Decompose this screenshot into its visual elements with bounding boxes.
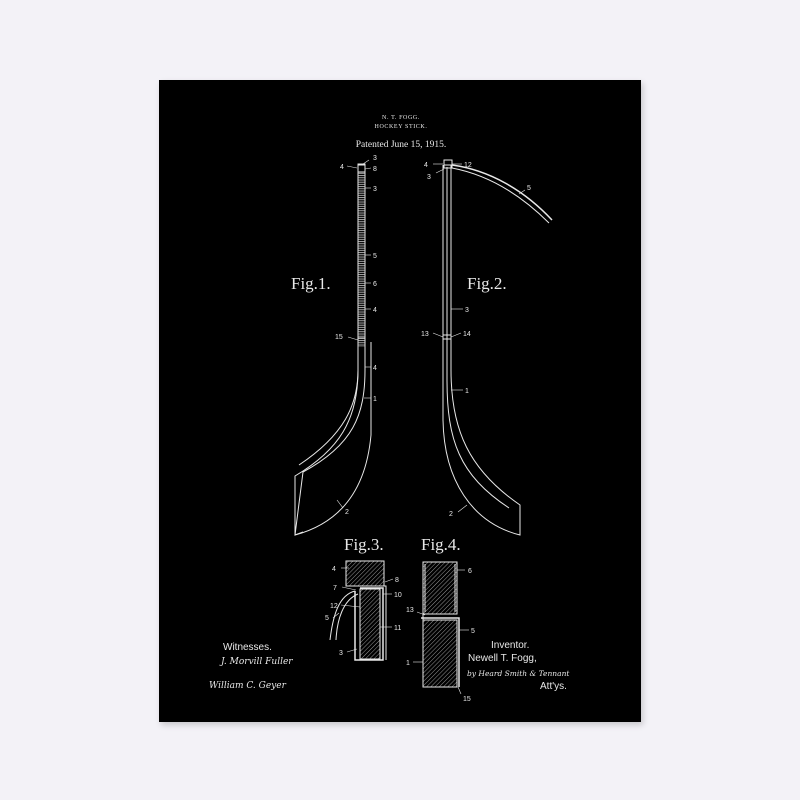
inventor-name: Newell T. Fogg, [468, 653, 537, 664]
fig1-ref: 2 [345, 509, 349, 516]
fig1-ref: 4 [373, 307, 377, 314]
fig1-drawing [294, 163, 372, 536]
fig3-leaders [332, 567, 394, 653]
fig2-ref: 14 [463, 331, 471, 338]
fig2-ref: 3 [427, 174, 431, 181]
fig2-ref: 13 [421, 331, 429, 338]
fig2-ref: 5 [527, 185, 531, 192]
fig2-ref: 3 [465, 307, 469, 314]
fig4-label: Fig.4. [421, 535, 461, 554]
fig2-ref: 4 [424, 162, 428, 169]
fig1-ref: 6 [373, 281, 377, 288]
fig3-ref: 12 [330, 603, 338, 610]
fig2-leaders [432, 163, 526, 513]
fig4-ref: 15 [463, 696, 471, 703]
fig4-leaders [413, 569, 469, 695]
patent-drawing: N. T. FOGG. HOCKEY STICK. Patented June … [209, 115, 570, 703]
patent-poster: N. T. FOGG. HOCKEY STICK. Patented June … [159, 80, 641, 722]
fig2-ref: 1 [465, 388, 469, 395]
inventor-label: Inventor. [491, 640, 529, 651]
fig4-ref: 1 [406, 660, 410, 667]
fig2-label: Fig.2. [467, 274, 507, 293]
fig1-leaders [336, 159, 372, 509]
witness-signature-2: William C. Geyer [209, 681, 287, 691]
fig3-ref: 11 [394, 625, 401, 632]
fig2-drawing [442, 159, 553, 536]
witness-signature-1: J. Morvill Fuller [219, 657, 293, 667]
fig2-ref: 2 [449, 511, 453, 518]
fig1-ref: 3 [373, 186, 377, 193]
fig3-drawing [329, 560, 387, 661]
fig1-ref: 4 [340, 164, 344, 171]
fig1-ref: 15 [335, 334, 343, 341]
tape-winding [358, 172, 365, 347]
fig3-ref: 5 [325, 615, 329, 622]
fig3-ref: 3 [339, 650, 343, 657]
fig1-ref: 1 [373, 396, 377, 403]
fig3-label: Fig.3. [344, 535, 384, 554]
fig4-ref: 6 [468, 568, 472, 575]
patent-date: Patented June 15, 1915. [356, 140, 447, 150]
fig1-label: Fig.1. [291, 274, 331, 293]
attys-label: Att'ys. [540, 681, 567, 692]
fig4-ref: 5 [471, 628, 475, 635]
fig4-drawing [421, 561, 460, 688]
witnesses-label: Witnesses. [223, 642, 272, 653]
header-inventor: N. T. FOGG. [382, 115, 420, 121]
fig3-ref: 10 [394, 592, 402, 599]
fig1-ref: 3 [373, 155, 377, 162]
fig2-ref: 12 [464, 162, 472, 169]
attorney-signature: by Heard Smith & Tennant [467, 669, 570, 678]
fig1-ref: 5 [373, 253, 377, 260]
fig3-ref: 7 [333, 585, 337, 592]
fig3-ref: 8 [395, 577, 399, 584]
header-title: HOCKEY STICK. [375, 124, 428, 130]
fig1-ref: 8 [373, 166, 377, 173]
fig1-ref: 4 [373, 365, 377, 372]
fig3-ref: 4 [332, 566, 336, 573]
fig4-ref: 13 [406, 607, 414, 614]
